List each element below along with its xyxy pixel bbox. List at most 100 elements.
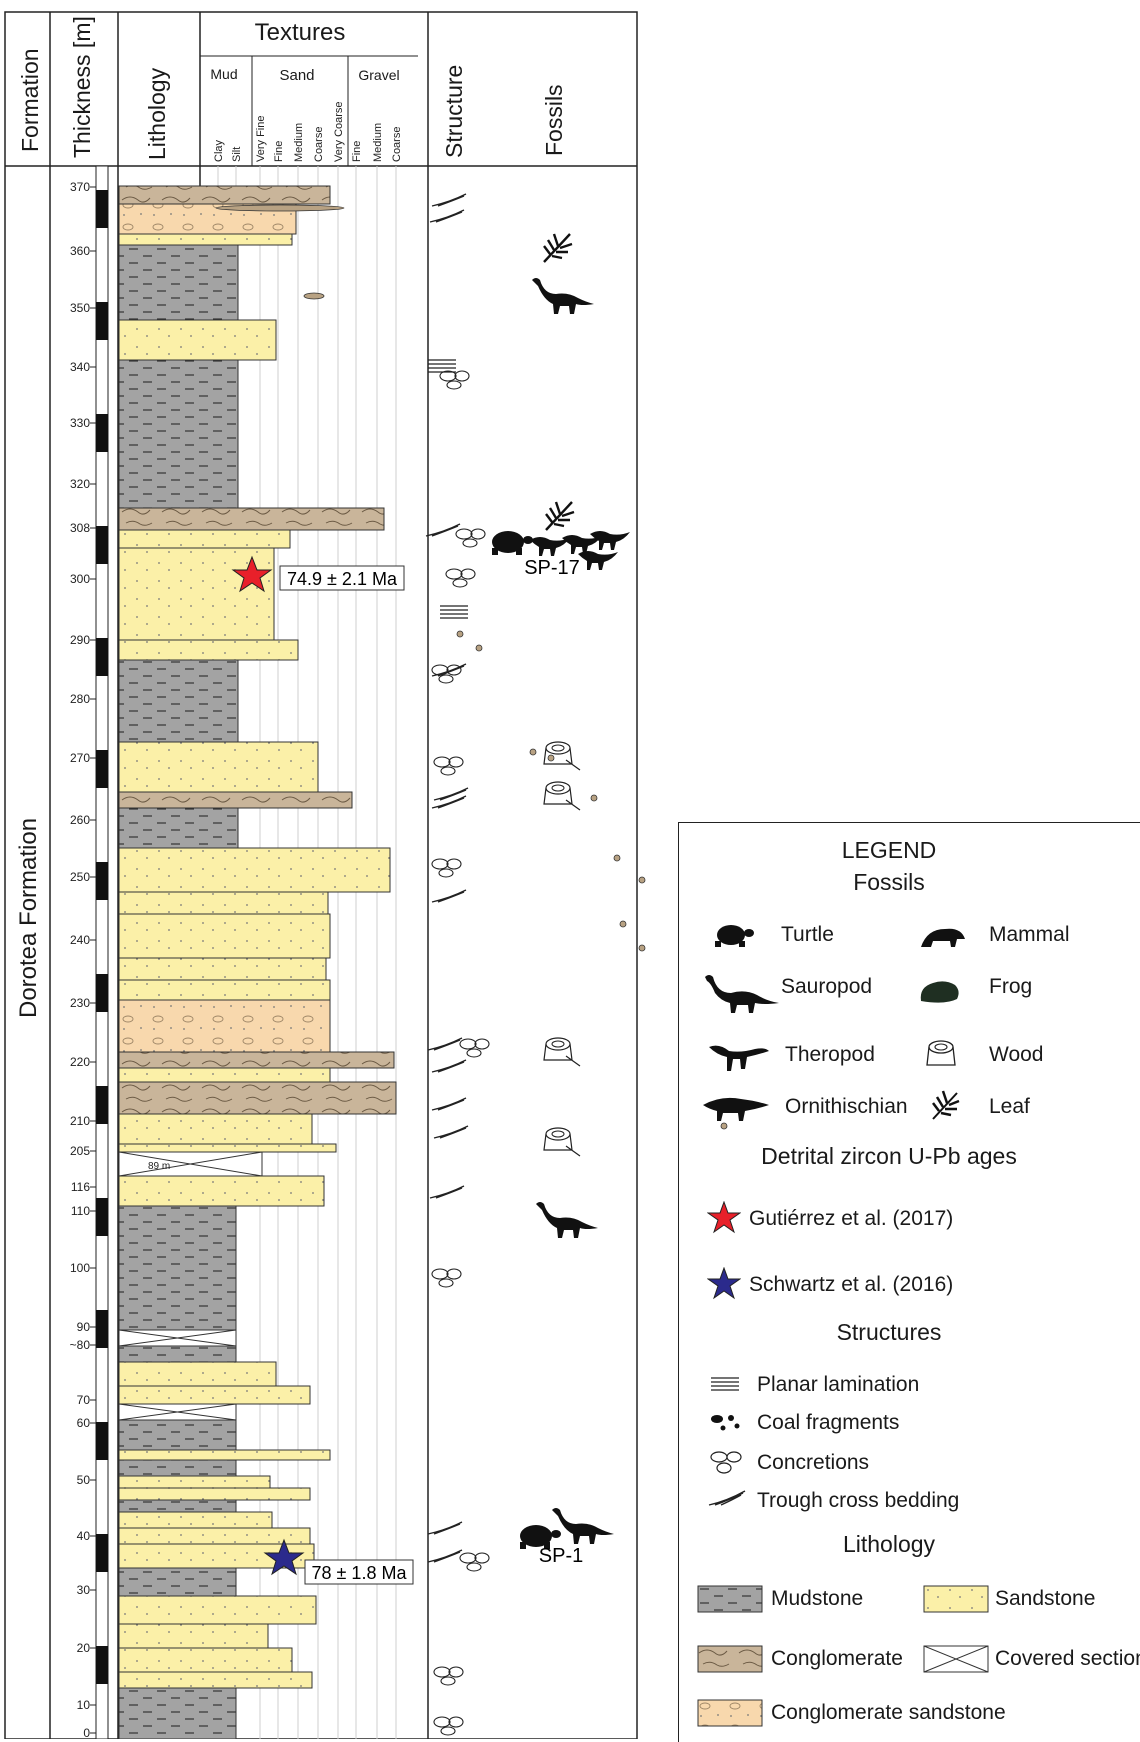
thickness-tick-label: 270 bbox=[70, 751, 90, 765]
concretions-icon bbox=[446, 569, 462, 579]
scale-bar-segment bbox=[96, 526, 108, 564]
thickness-tick-label: ~80 bbox=[70, 1338, 91, 1352]
sauropod-icon bbox=[532, 278, 594, 314]
legend-planar-lamination: Planar lamination bbox=[757, 1373, 919, 1397]
mammal-icon bbox=[917, 919, 969, 951]
coal-fragments-icon bbox=[709, 1411, 743, 1433]
thickness-tick-label: 205 bbox=[70, 1144, 90, 1158]
concretions-icon bbox=[447, 381, 461, 389]
scale-bar-segment bbox=[96, 638, 108, 676]
legend-conglomerate: Conglomerate bbox=[771, 1647, 903, 1671]
wood-icon bbox=[552, 745, 564, 751]
concretions-icon bbox=[709, 1449, 745, 1475]
thickness-tick-label: 230 bbox=[70, 996, 90, 1010]
scale-bar-segment bbox=[96, 1198, 108, 1236]
fossils-header: Fossils bbox=[541, 84, 567, 156]
legend-zircon-schwartz: Schwartz et al. (2016) bbox=[749, 1273, 953, 1297]
turtle-icon bbox=[551, 1530, 561, 1538]
sand-bed bbox=[119, 914, 330, 958]
trough-cross-bedding-icon bbox=[434, 1126, 468, 1138]
sand-bed bbox=[119, 1114, 312, 1144]
wood-icon bbox=[546, 1128, 570, 1140]
fossil-symbols bbox=[492, 234, 630, 1549]
conglomerate-sandstone-swatch bbox=[697, 1699, 763, 1727]
concretions-icon bbox=[453, 579, 467, 587]
grain-size-label: Coarse bbox=[391, 127, 403, 162]
wood-icon bbox=[546, 1038, 570, 1050]
cong-bed bbox=[119, 1052, 394, 1068]
theropod-icon bbox=[707, 1039, 771, 1075]
sand-bed bbox=[119, 1488, 310, 1500]
concretions-icon bbox=[460, 1039, 476, 1049]
sand-bed bbox=[119, 980, 330, 1000]
legend-frog-label: Frog bbox=[989, 975, 1032, 999]
concretions-icon bbox=[449, 1667, 463, 1677]
leaf-icon bbox=[544, 234, 572, 262]
legend-concretions: Concretions bbox=[757, 1451, 869, 1475]
lithology-beds bbox=[119, 186, 727, 1739]
sand-bed bbox=[119, 234, 292, 245]
concretions-icon bbox=[461, 569, 475, 579]
thickness-tick-label: 370 bbox=[70, 180, 90, 194]
legend-leaf-label: Leaf bbox=[989, 1095, 1030, 1119]
thickness-tick-label: 240 bbox=[70, 933, 90, 947]
cong-bed bbox=[119, 1082, 396, 1114]
formation-name: Dorotea Formation bbox=[15, 818, 42, 1018]
trough-cross-bedding-icon bbox=[432, 890, 466, 902]
sand-bed bbox=[119, 1450, 330, 1460]
concretions-icon bbox=[460, 1553, 476, 1563]
sand-bed bbox=[119, 1528, 310, 1544]
structure-symbols bbox=[426, 194, 489, 1735]
legend-title: LEGEND bbox=[679, 837, 1099, 864]
site-label-sp17: SP-17 bbox=[524, 557, 580, 579]
trough-cross-bedding-icon bbox=[432, 1098, 466, 1110]
concretions-icon bbox=[441, 1727, 455, 1735]
legend: LEGEND Fossils Turtle Mammal Sauropod Fr… bbox=[678, 822, 1140, 1742]
sand-header: Sand bbox=[279, 67, 314, 84]
mud-bed bbox=[119, 245, 238, 320]
mud-bed bbox=[119, 1206, 236, 1330]
blue-star-legend-icon bbox=[707, 1267, 741, 1301]
thickness-tick-label: 116 bbox=[71, 1180, 90, 1194]
concretions-icon bbox=[439, 869, 453, 877]
conglomerate-lens bbox=[476, 645, 482, 651]
mud-bed bbox=[119, 1346, 236, 1362]
concretions-icon bbox=[441, 1677, 455, 1685]
lithology-header: Lithology bbox=[144, 67, 170, 160]
wood-icon bbox=[544, 1134, 580, 1156]
mud-bed bbox=[119, 808, 238, 848]
concretions-icon bbox=[434, 1667, 450, 1677]
cong-bed bbox=[119, 508, 384, 530]
sand-bed bbox=[119, 530, 290, 548]
legend-theropod-label: Theropod bbox=[785, 1043, 875, 1067]
thickness-tick-label: 60 bbox=[77, 1416, 91, 1430]
conglomerate-lens bbox=[591, 795, 597, 801]
concretions-icon bbox=[463, 539, 477, 547]
thickness-tick-label: 40 bbox=[77, 1529, 91, 1543]
scale-bar-segment bbox=[96, 190, 108, 228]
grain-size-label: Medium bbox=[293, 123, 305, 162]
legend-covered-section: Covered section bbox=[995, 1647, 1140, 1671]
concretions-icon bbox=[434, 1717, 450, 1727]
trough-cross-bedding-icon bbox=[430, 1186, 464, 1198]
ornithischian-icon bbox=[701, 1089, 771, 1123]
turtle-icon bbox=[516, 548, 522, 555]
mud-bed bbox=[119, 1568, 236, 1596]
mud-bed bbox=[119, 1688, 236, 1739]
structure-header: Structure bbox=[441, 65, 467, 158]
turtle-icon bbox=[707, 919, 755, 951]
conglomerate-lens bbox=[530, 749, 536, 755]
leaf-icon bbox=[546, 502, 574, 530]
wood-icon bbox=[919, 1035, 963, 1075]
thickness-tick-label: 100 bbox=[70, 1261, 90, 1275]
legend-fossils-heading: Fossils bbox=[679, 869, 1099, 896]
scale-bar-segment bbox=[96, 750, 108, 788]
thickness-tick-label: 90 bbox=[77, 1320, 91, 1334]
sandstone-swatch bbox=[923, 1585, 989, 1613]
trough-cross-bedding-icon bbox=[430, 210, 464, 222]
age-label-blue: 78 ± 1.8 Ma bbox=[312, 1563, 408, 1583]
scale-bar-segment bbox=[96, 862, 108, 900]
sand-bed bbox=[119, 742, 318, 792]
concretions-icon bbox=[447, 859, 461, 869]
sand-bed bbox=[119, 1596, 316, 1624]
